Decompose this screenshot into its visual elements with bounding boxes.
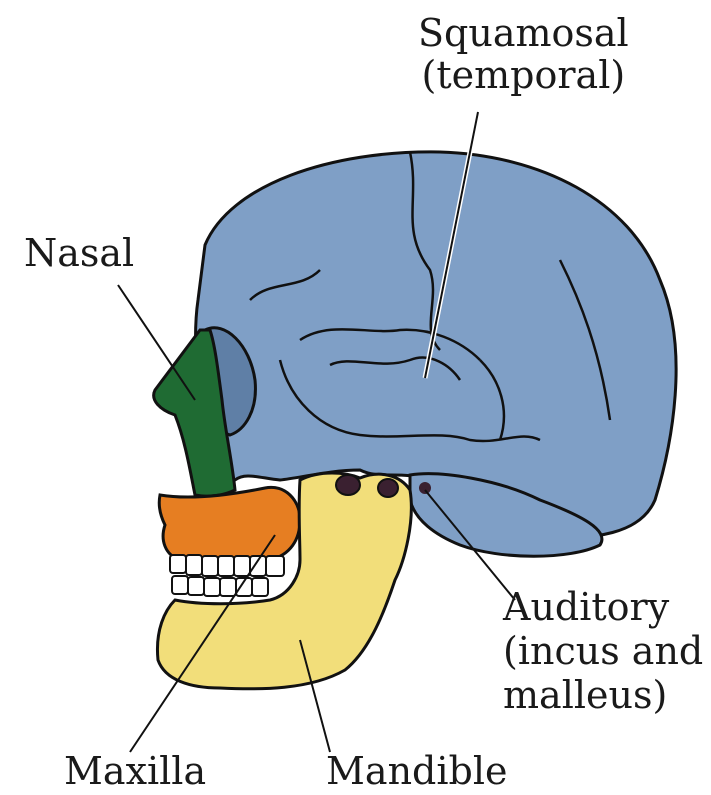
label-mandible: Mandible [326, 750, 507, 792]
label-line: malleus) [503, 673, 703, 717]
teeth [170, 555, 284, 596]
label-line: (incus and [503, 629, 703, 673]
label-maxilla: Maxilla [64, 750, 206, 792]
label-line: Auditory [503, 585, 703, 629]
label-nasal: Nasal [24, 232, 134, 274]
label-squamosal: Squamosal (temporal) [418, 12, 629, 96]
auditory-ossicle [378, 479, 398, 497]
label-auditory: Auditory (incus and malleus) [503, 585, 703, 717]
maxilla-bone [159, 487, 300, 561]
label-line: Squamosal [418, 12, 629, 54]
auditory-ossicle [336, 475, 360, 495]
leader-nasal [118, 285, 195, 400]
auditory-ossicle [419, 482, 431, 494]
label-line: (temporal) [418, 54, 629, 96]
